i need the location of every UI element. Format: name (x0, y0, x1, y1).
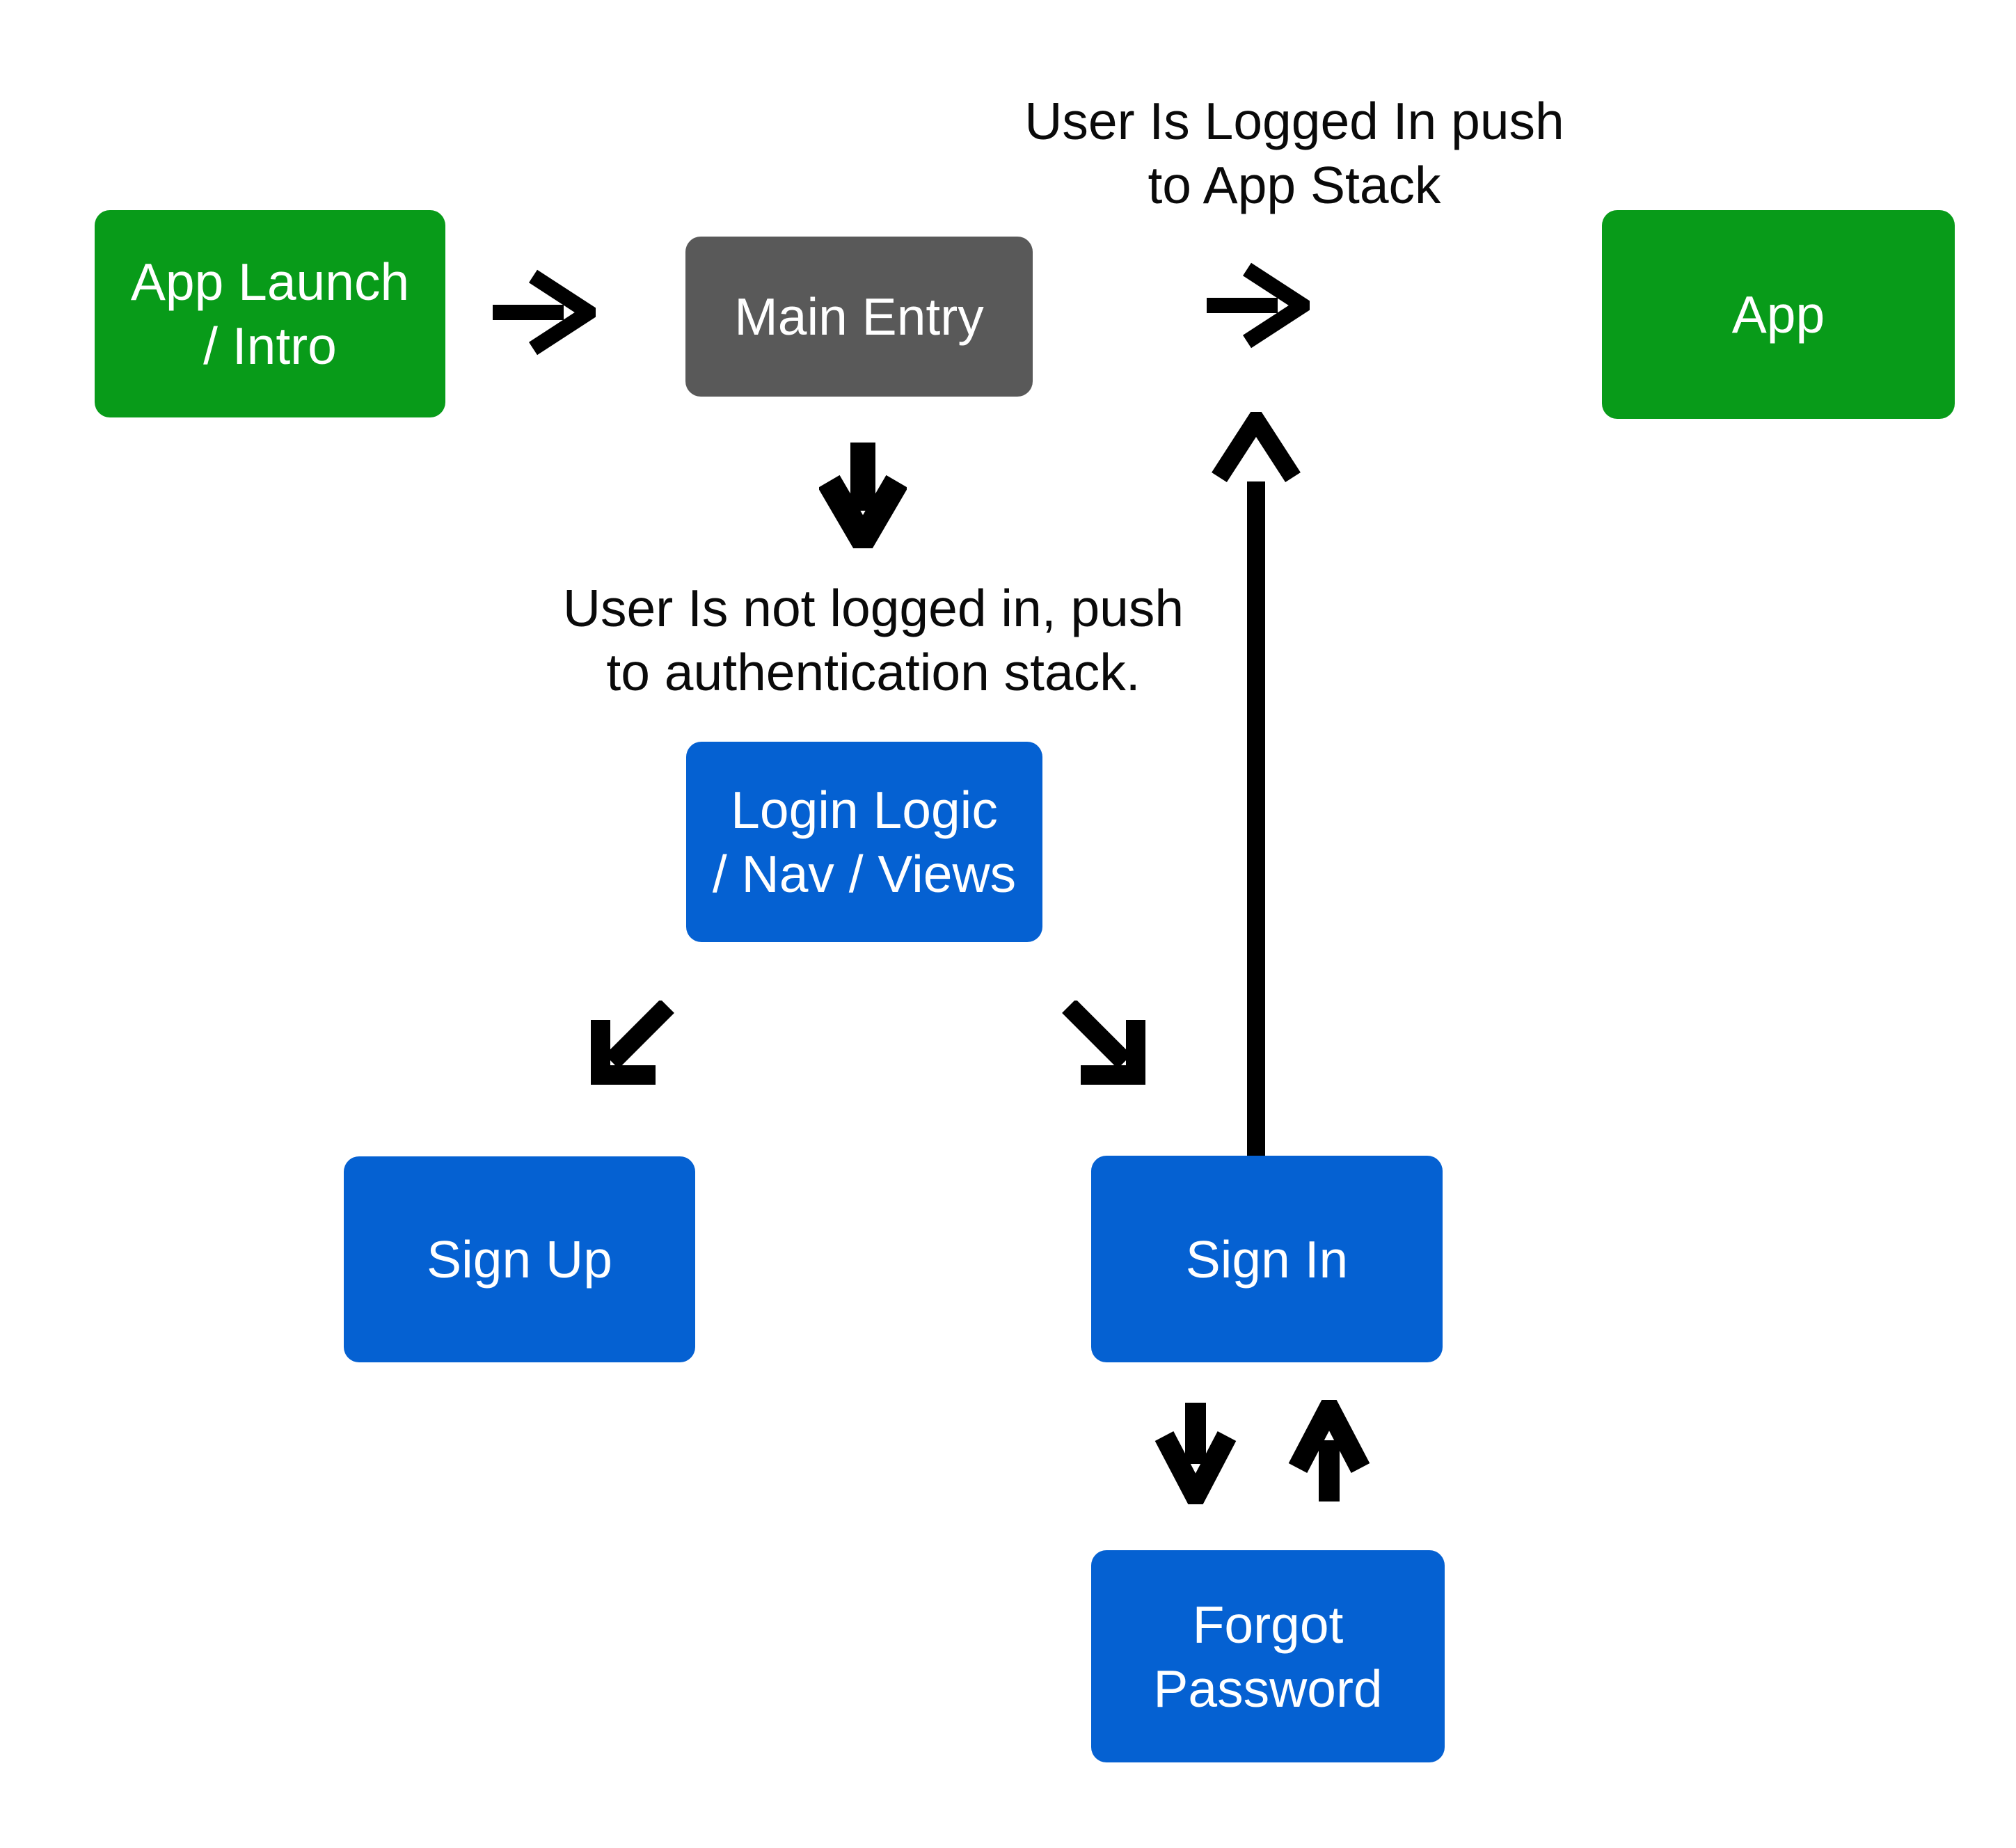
node-forgot-password-label: Forgot Password (1153, 1595, 1383, 1718)
node-app-launch-intro: App Launch / Intro (95, 210, 445, 417)
connector-login-to-signup-down-left-arrow-icon (591, 1001, 674, 1085)
node-main-entry: Main Entry (685, 237, 1033, 397)
node-app: App (1602, 210, 1955, 419)
connector-signin-to-app-long-up-arrow-icon (1212, 412, 1301, 1157)
node-main-entry-label: Main Entry (734, 287, 984, 346)
connector-launch-to-entry-right-arrow-icon (493, 269, 596, 356)
node-forgot-password: Forgot Password (1091, 1550, 1445, 1762)
node-login-logic-nav-views: Login Logic / Nav / Views (686, 742, 1042, 942)
node-login-logic-nav-views-label: Login Logic / Nav / Views (712, 781, 1017, 903)
node-app-label: App (1731, 285, 1825, 344)
node-app-launch-intro-label: App Launch / Intro (130, 253, 410, 375)
connector-forgot-to-signin-up-arrow-icon (1288, 1400, 1370, 1502)
caption-not-logged-in: User Is not logged in, push to authentic… (562, 579, 1184, 701)
connector-entry-to-app-right-arrow-icon (1207, 262, 1310, 349)
node-sign-up-label: Sign Up (427, 1230, 612, 1289)
node-sign-in-label: Sign In (1185, 1229, 1349, 1289)
caption-logged-in: User Is Logged In push to App Stack (1024, 92, 1564, 214)
node-sign-in: Sign In (1091, 1156, 1443, 1362)
connector-login-to-signin-down-right-arrow-icon (1062, 1001, 1145, 1085)
connector-signin-to-forgot-down-arrow-icon (1154, 1403, 1237, 1504)
connector-entry-down-arrow-icon (819, 443, 907, 548)
node-sign-up: Sign Up (344, 1156, 695, 1362)
